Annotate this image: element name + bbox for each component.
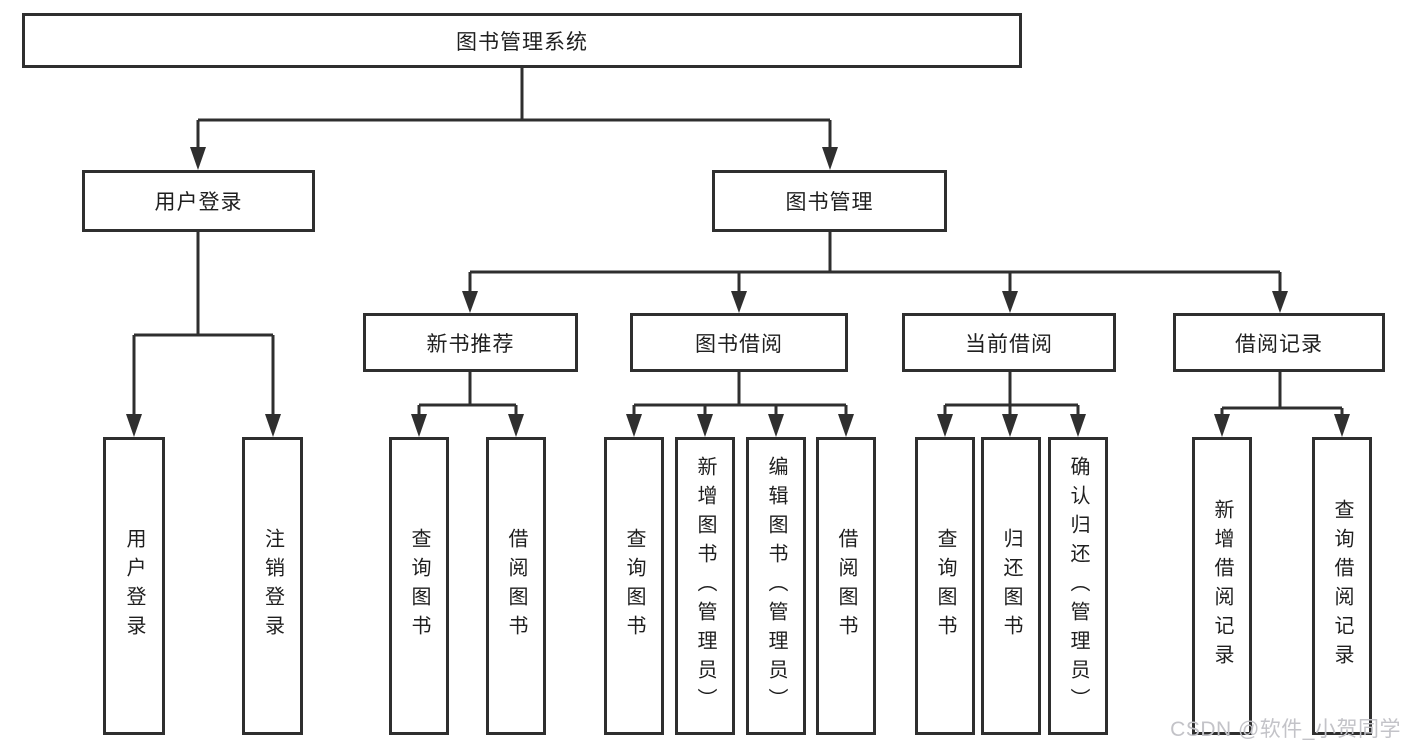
node-label: 确认归还（管理员）: [1067, 455, 1089, 717]
node-book-borrow: 图书借阅: [630, 313, 848, 372]
node-label: 用户登录: [154, 191, 243, 214]
leaf-borrow-books: 借阅图书: [816, 437, 876, 735]
arrowheads: [126, 147, 1350, 437]
connector-paths: [132, 68, 1344, 421]
node-label: 图书借阅: [695, 332, 783, 356]
node-label: 用户登录: [123, 528, 145, 644]
node-label: 查询图书: [934, 528, 956, 644]
leaf-return-books: 归还图书: [981, 437, 1041, 735]
leaf-query-books-recommend: 查询图书: [389, 437, 449, 735]
node-library-management-system: 图书管理系统: [22, 13, 1022, 68]
node-book-management: 图书管理: [712, 170, 947, 232]
leaf-query-borrow-record: 查询借阅记录: [1312, 437, 1372, 735]
node-label: 查询图书: [408, 528, 430, 644]
node-label: 新增图书（管理员）: [694, 455, 716, 717]
node-label: 查询借阅记录: [1331, 499, 1353, 673]
node-label: 查询图书: [623, 528, 645, 644]
node-label: 借阅图书: [835, 528, 857, 644]
node-current-borrow: 当前借阅: [902, 313, 1116, 372]
node-label: 图书管理: [785, 191, 874, 214]
node-label: 当前借阅: [965, 332, 1053, 356]
leaf-add-borrow-record: 新增借阅记录: [1192, 437, 1252, 735]
node-label: 新增借阅记录: [1211, 499, 1233, 673]
leaf-user-login: 用户登录: [103, 437, 165, 735]
leaf-confirm-return-admin: 确认归还（管理员）: [1048, 437, 1108, 735]
node-label: 借阅图书: [505, 528, 527, 644]
node-label: 编辑图书（管理员）: [765, 455, 787, 717]
leaf-query-books-borrow: 查询图书: [604, 437, 664, 735]
node-borrow-records: 借阅记录: [1173, 313, 1385, 372]
node-new-book-recommend: 新书推荐: [363, 313, 578, 372]
leaf-edit-books-admin: 编辑图书（管理员）: [746, 437, 806, 735]
node-label: 归还图书: [1000, 528, 1022, 644]
node-user-login: 用户登录: [82, 170, 315, 232]
csdn-watermark: CSDN @软件_小贺同学: [1170, 718, 1401, 741]
leaf-logout: 注销登录: [242, 437, 303, 735]
node-label: 新书推荐: [426, 332, 515, 356]
node-label: 图书管理系统: [456, 30, 588, 54]
node-label: 注销登录: [261, 528, 284, 644]
leaf-add-books-admin: 新增图书（管理员）: [675, 437, 735, 735]
node-label: 借阅记录: [1235, 332, 1323, 356]
leaf-borrow-books-recommend: 借阅图书: [486, 437, 546, 735]
leaf-query-books-current: 查询图书: [915, 437, 975, 735]
